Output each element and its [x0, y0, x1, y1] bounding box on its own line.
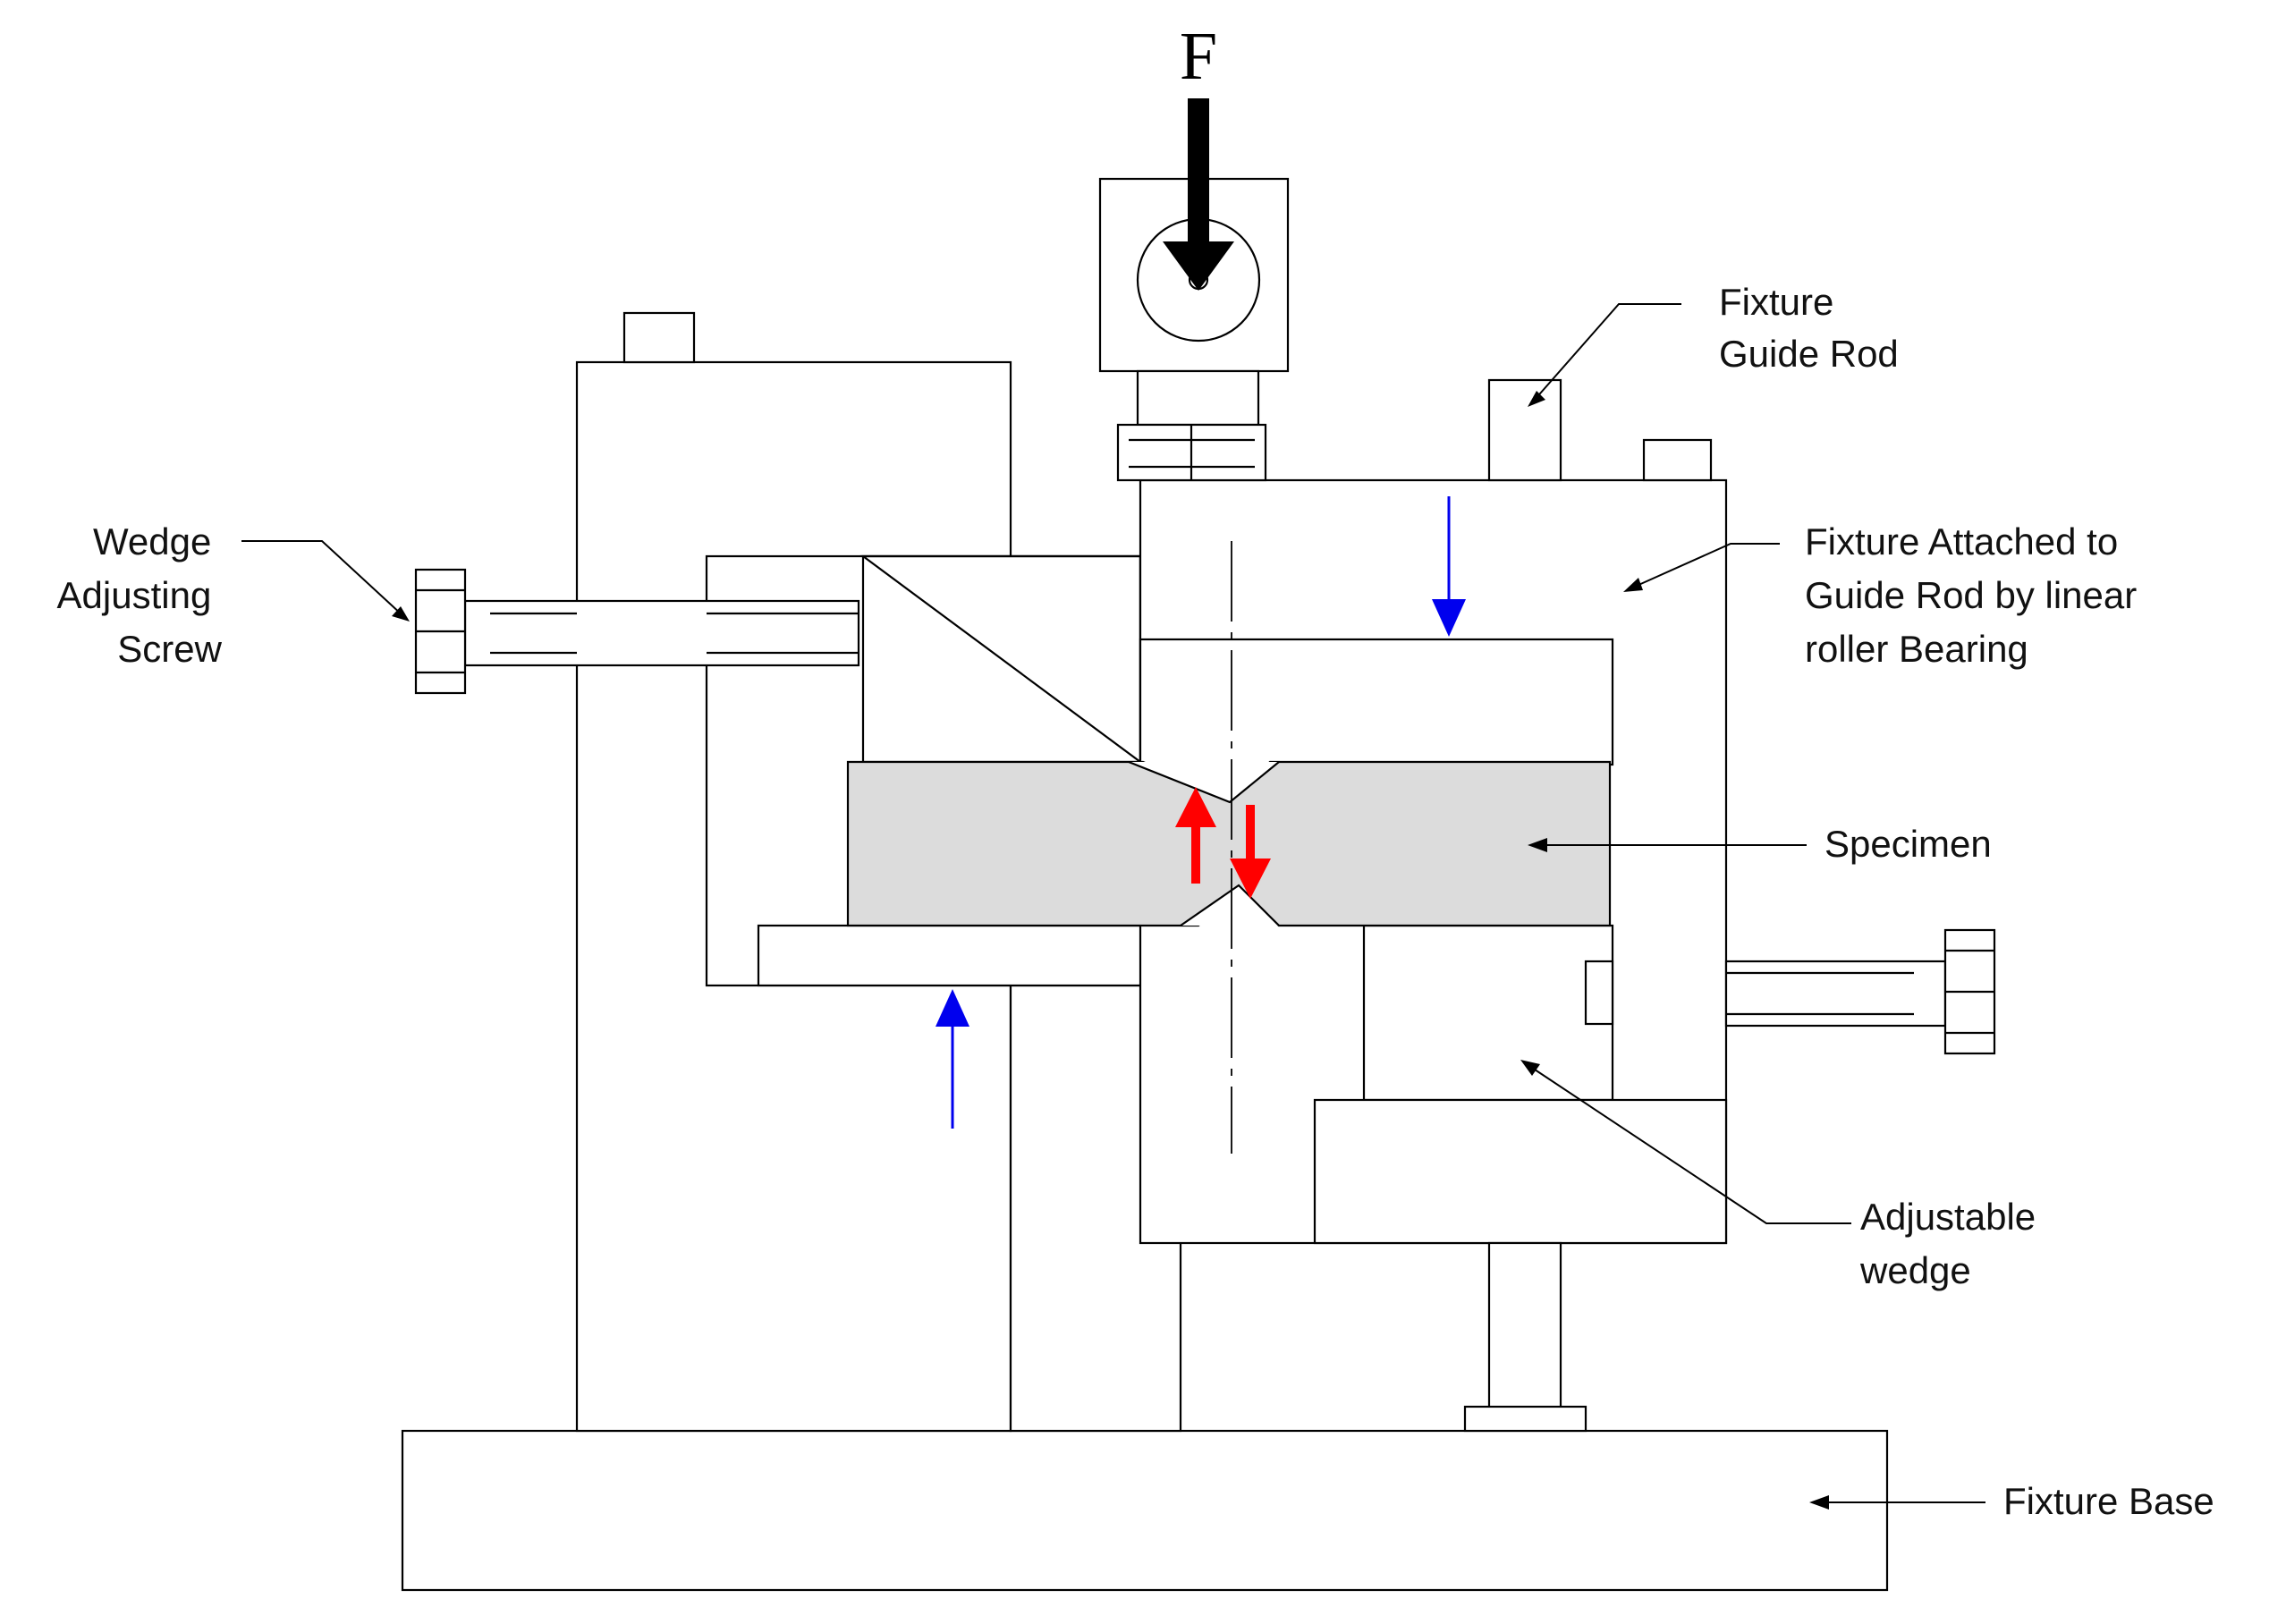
- shear-arrow-up: [1175, 787, 1216, 884]
- shear-arrow-down: [1230, 805, 1271, 899]
- label-wedge-adjusting-screw: Wedge Adjusting Screw: [57, 520, 223, 670]
- leader-adjustable-wedge: [1520, 1060, 1851, 1224]
- label-adjustable-wedge: Adjustable wedge: [1859, 1196, 2046, 1291]
- reaction-arrow-up: [936, 989, 969, 1129]
- force-arrow: [1163, 98, 1234, 291]
- right-guide-rod: [1487, 378, 1562, 482]
- specimen-notch-top: [1128, 760, 1280, 804]
- label-fixture-attached: Fixture Attached to Guide Rod by linear …: [1805, 520, 2147, 670]
- left-column-pin: [622, 311, 696, 364]
- load-stem: [1136, 369, 1260, 427]
- left-screw-shaft: [463, 599, 860, 667]
- adjustable-wedge-slot: [1362, 924, 1614, 1102]
- leader-specimen: [1528, 838, 1807, 852]
- adjustable-wedge: [1313, 1098, 1728, 1245]
- label-fixture-guide-rod: Fixture Guide Rod: [1719, 281, 1899, 375]
- support-post-foot: [1463, 1405, 1588, 1433]
- force-label: F: [1180, 19, 1217, 94]
- leader-fixture-guide-rod: [1528, 303, 1681, 407]
- label-fixture-base: Fixture Base: [2003, 1480, 2214, 1522]
- right-screw-shaft: [1724, 960, 1947, 1028]
- support-post: [1487, 1241, 1562, 1415]
- reaction-arrow-down: [1432, 496, 1466, 637]
- specimen-notch-bottom: [1180, 884, 1280, 926]
- leader-wedge-adjusting-screw: [241, 540, 410, 622]
- fixture-base: [401, 1429, 1889, 1592]
- right-top-pin: [1642, 438, 1713, 482]
- leader-fixture-attached: [1623, 543, 1780, 592]
- leader-fixture-base: [1809, 1495, 1985, 1510]
- left-bottom-plate: [757, 924, 1182, 987]
- adjustable-wedge-tip: [1584, 960, 1614, 1026]
- right-upper-slot: [1139, 638, 1614, 766]
- label-specimen: Specimen: [1825, 823, 1992, 865]
